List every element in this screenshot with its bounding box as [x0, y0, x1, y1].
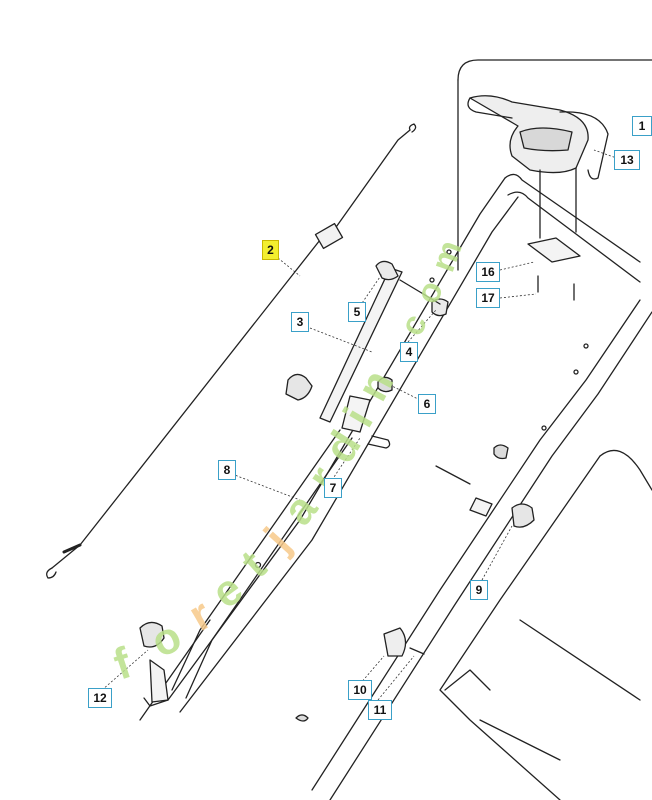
svg-text:d: d — [315, 423, 371, 472]
svg-text:o: o — [144, 611, 188, 667]
leader-11 — [377, 655, 415, 701]
handle-left-rail — [167, 177, 506, 701]
handle-tube-part-8 — [171, 429, 341, 691]
knob-part-6 — [377, 376, 393, 393]
leader-9 — [481, 525, 513, 581]
lever-part-3 — [319, 267, 403, 423]
upper-handle-bar — [504, 173, 641, 263]
callout-part-4[interactable]: 4 — [400, 342, 418, 362]
callout-part-12[interactable]: 12 — [88, 688, 112, 708]
callout-part-16[interactable]: 16 — [476, 262, 500, 282]
lower-handle-rail — [139, 619, 211, 721]
leader-6 — [391, 385, 421, 401]
watermark-logo: f o r e t j a r d i n . c o m — [108, 235, 470, 689]
callout-part-5[interactable]: 5 — [348, 302, 366, 322]
svg-text:r: r — [181, 590, 220, 641]
leader-16 — [499, 261, 535, 271]
callout-part-17[interactable]: 17 — [476, 288, 500, 308]
callout-part-9[interactable]: 9 — [470, 580, 488, 600]
callout-part-1[interactable]: 1 — [632, 116, 652, 136]
callout-part-8[interactable]: 8 — [218, 460, 236, 480]
bolt-part-7 — [367, 435, 391, 449]
callout-part-3[interactable]: 3 — [291, 312, 309, 332]
grass-bag-frame — [599, 449, 652, 491]
bracket-16 — [527, 237, 581, 263]
leader-4 — [407, 309, 437, 343]
handle-right-rail — [311, 299, 641, 791]
star-knob-9 — [511, 503, 535, 528]
callout-part-10[interactable]: 10 — [348, 680, 372, 700]
star-knob-12 — [139, 621, 165, 648]
callout-part-13[interactable]: 13 — [614, 150, 640, 170]
callout-part-11[interactable]: 11 — [368, 700, 392, 720]
callout-part-2[interactable]: 2 — [262, 240, 279, 260]
leader-7 — [331, 437, 361, 481]
star-knob-left — [285, 373, 313, 401]
leader-5 — [359, 273, 383, 307]
svg-text:c: c — [393, 309, 435, 342]
bracket-part-10 — [383, 627, 407, 657]
leader-3 — [309, 327, 373, 353]
svg-text:j: j — [254, 519, 299, 562]
svg-text:m: m — [424, 235, 470, 276]
inset-frame — [457, 59, 652, 81]
callout-part-7[interactable]: 7 — [324, 478, 342, 498]
svg-text:f: f — [108, 638, 137, 689]
leader-8 — [231, 473, 301, 501]
callout-part-6[interactable]: 6 — [418, 394, 436, 414]
leader-2 — [277, 257, 301, 277]
svg-text:e: e — [203, 564, 252, 618]
leader-17 — [499, 293, 537, 299]
